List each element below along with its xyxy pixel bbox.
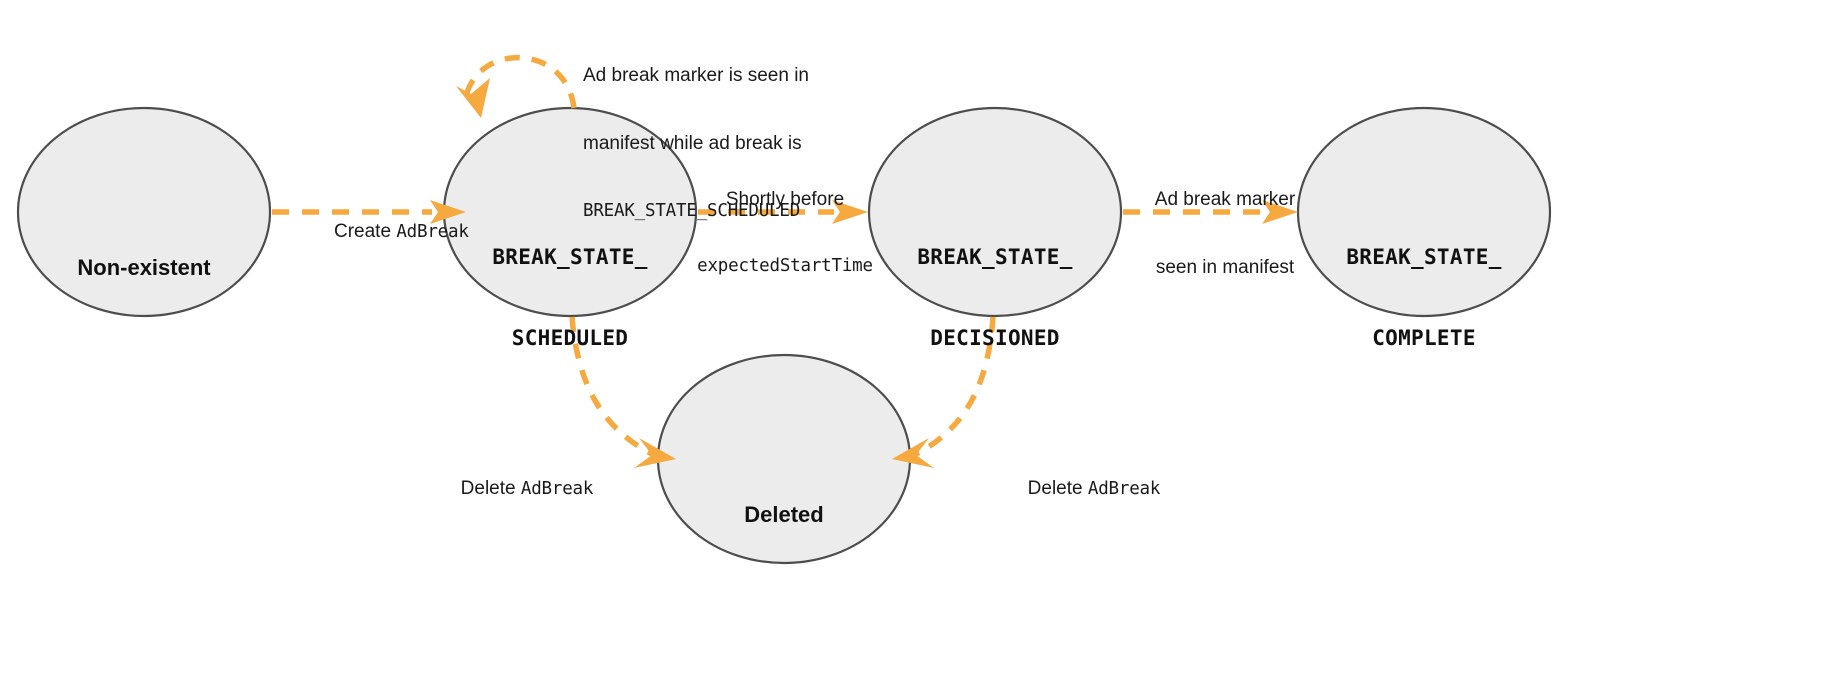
arrowhead-icon xyxy=(456,78,490,118)
node-deleted[interactable] xyxy=(656,353,912,565)
edge-create-adbreak xyxy=(272,200,466,224)
node-break-state-complete[interactable] xyxy=(1296,106,1552,318)
arrowhead-icon xyxy=(430,200,466,224)
edge-delete-adbreak-from-decisioned xyxy=(892,316,996,468)
edge-ad-break-marker-seen-while-scheduled xyxy=(456,54,577,118)
arrowhead-icon xyxy=(832,200,868,224)
node-break-state-decisioned[interactable] xyxy=(867,106,1123,318)
edge-ad-break-marker-seen-in-manifest xyxy=(1123,200,1298,224)
arrowhead-icon xyxy=(634,438,676,468)
edge-delete-adbreak-from-scheduled xyxy=(569,316,676,468)
node-break-state-scheduled[interactable] xyxy=(442,106,698,318)
arrowhead-icon xyxy=(892,438,934,468)
edge-shortly-before-expected-start-time xyxy=(698,200,868,224)
node-non-existent[interactable] xyxy=(16,106,272,318)
arrowhead-icon xyxy=(1262,200,1298,224)
